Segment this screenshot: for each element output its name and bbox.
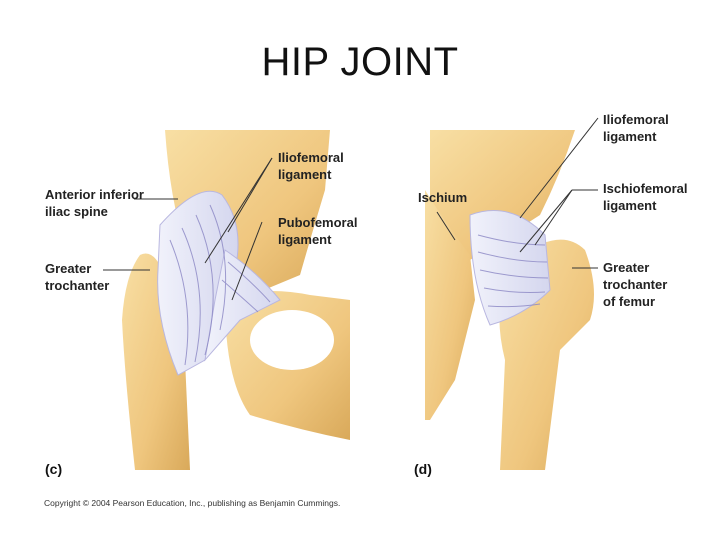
label-ischiofemoral-2: ligament (603, 198, 657, 213)
label-ischium: Ischium (418, 190, 467, 205)
label-greater-trochanter-d-3: of femur (603, 294, 655, 309)
obturator-foramen (250, 310, 334, 370)
label-anterior-inferior-iliac-spine-2: iliac spine (45, 204, 108, 219)
label-pubofemoral-2: ligament (278, 232, 332, 247)
label-iliofemoral-d-1: Iliofemoral (603, 112, 669, 127)
label-greater-trochanter-c-1: Greater (45, 261, 91, 276)
label-anterior-inferior-iliac-spine-1: Anterior inferior (45, 187, 144, 202)
label-greater-trochanter-d-2: trochanter (603, 277, 667, 292)
copyright-notice: Copyright © 2004 Pearson Education, Inc.… (44, 498, 340, 508)
label-ischiofemoral-1: Ischiofemoral (603, 181, 688, 196)
label-greater-trochanter-c-2: trochanter (45, 278, 109, 293)
panel-d-posterior-view: Ischium Iliofemoral ligament Ischiofemor… (414, 112, 688, 477)
label-iliofemoral-d-2: ligament (603, 129, 657, 144)
label-iliofemoral-c-2: ligament (278, 167, 332, 182)
label-pubofemoral-1: Pubofemoral (278, 215, 357, 230)
panel-c-tag: (c) (45, 461, 62, 477)
panel-c-anterior-view: Anterior inferior iliac spine Greater tr… (45, 130, 357, 477)
label-iliofemoral-c-1: Iliofemoral (278, 150, 344, 165)
panel-d-tag: (d) (414, 461, 432, 477)
label-greater-trochanter-d-1: Greater (603, 260, 649, 275)
